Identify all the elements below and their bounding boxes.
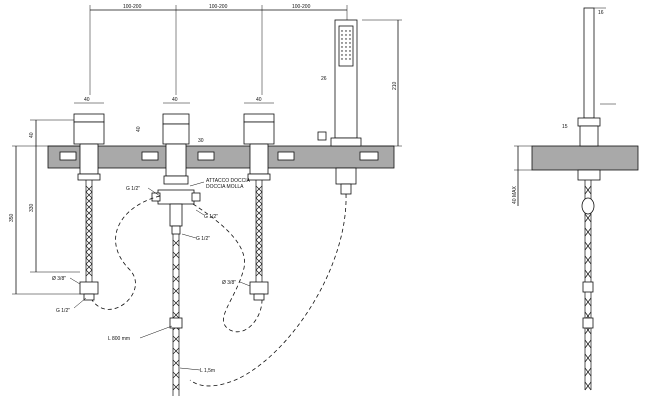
spacing-label-1: 100-200 — [123, 4, 142, 10]
thread-label-6: Ø 3/8" — [222, 280, 236, 286]
flex-hoses — [85, 180, 263, 396]
spacing-label-3: 100-200 — [292, 4, 311, 10]
deck-inserts — [59, 151, 379, 161]
dashed-hose-loops — [91, 193, 347, 387]
shower-nozzles — [341, 30, 351, 60]
side-top-dim: 16 — [598, 10, 604, 16]
deck-thickness-dim: 40 — [29, 132, 35, 138]
handle-mid-dim: 40 — [172, 97, 178, 103]
hand-shower: 26 210 — [317, 19, 402, 195]
overall-left-dim-2: 330 — [29, 203, 35, 212]
handle-right-dim: 40 — [256, 97, 262, 103]
right-valve: 40 — [243, 97, 275, 301]
thread-label-2: G 1/2" — [204, 214, 218, 220]
side-max-dim: 40 MAX — [512, 186, 518, 204]
callouts: G 1/2" G 1/2" G 1/2" G 1/2" Ø 3/8" Ø 3/8… — [52, 178, 251, 374]
side-view: 16 15 40 MAX — [512, 7, 639, 391]
left-valve: 40 — [73, 97, 105, 301]
hose-length-1: L 800 mm — [108, 336, 130, 342]
connection-label-1: ATTACCO DOCCIA — [206, 178, 251, 184]
side-handle-dim: 15 — [562, 124, 568, 130]
thread-label-3: G 1/2" — [196, 236, 210, 242]
shower-head-dim: 26 — [321, 76, 327, 82]
deck-thickness-dim-2: 30 — [198, 138, 204, 144]
thread-label-1: G 1/2" — [126, 186, 140, 192]
center-valve: 40 — [151, 97, 201, 235]
spout-height-dim: 40 — [136, 126, 142, 132]
connection-label-2: DOCCIA MOLLA — [206, 184, 244, 190]
top-dimension-chain: 100-200 100-200 100-200 — [89, 4, 348, 95]
thread-label-5: Ø 3/8" — [52, 276, 66, 282]
thread-label-4: G 1/2" — [56, 308, 70, 314]
spacing-label-2: 100-200 — [209, 4, 228, 10]
overall-left-dim: 350 — [9, 213, 15, 222]
shower-height-dim: 210 — [392, 81, 398, 90]
side-deck-slab — [531, 145, 639, 171]
handle-left-dim: 40 — [84, 97, 90, 103]
hose-length-2: L 1,5m — [200, 368, 215, 374]
deck-slab — [47, 145, 395, 169]
left-dimensions: 350 330 40 40 30 — [9, 119, 204, 295]
